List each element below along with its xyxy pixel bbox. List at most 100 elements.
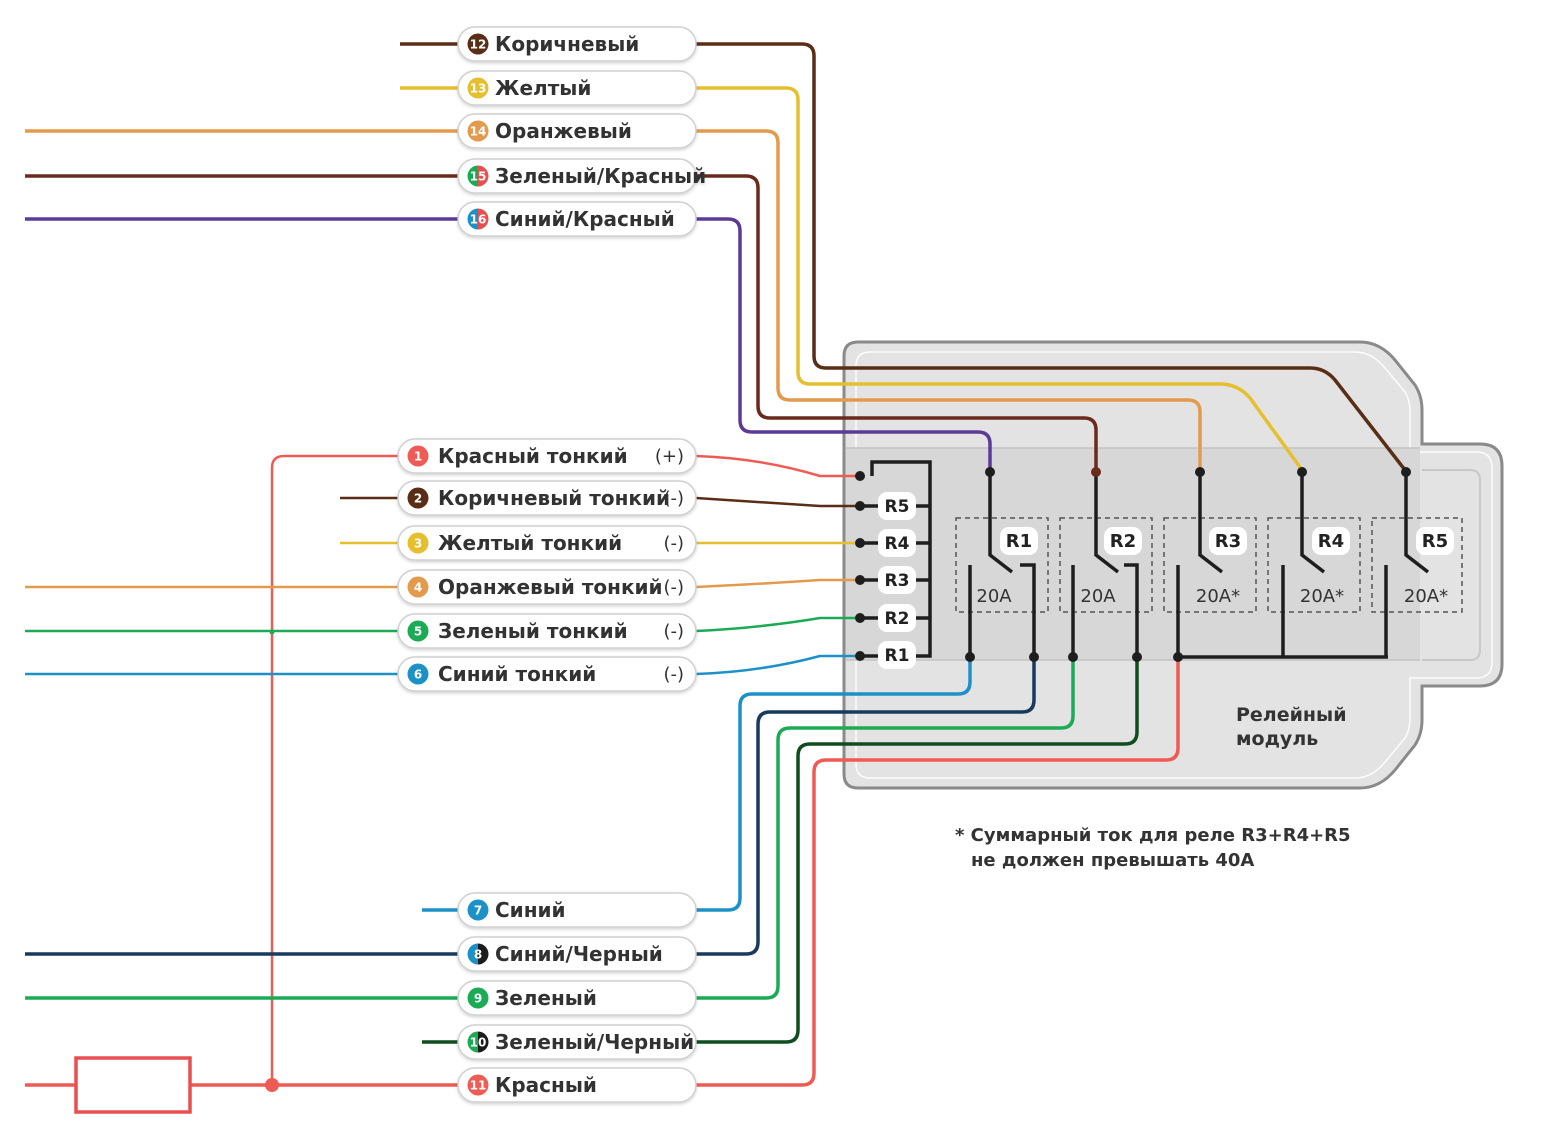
pill-wire-15: 15 Зеленый/Красный — [457, 158, 706, 194]
relay-label-r4: R4 — [1312, 527, 1350, 555]
top-wires — [25, 42, 1407, 472]
relay-box-r2 — [1059, 517, 1153, 613]
pill-wire-6: 6 Синий тонкий (-) — [397, 656, 697, 692]
svg-text:5: 5 — [414, 625, 422, 639]
pill-wire-2: 2 Коричневый тонкий (-) — [397, 480, 697, 516]
svg-text:R4: R4 — [885, 534, 910, 554]
contact-dot — [1173, 652, 1183, 662]
svg-text:7: 7 — [474, 904, 482, 918]
relay-r5-contacts — [1384, 472, 1430, 657]
wire-label: Зеленый/Черный — [495, 1030, 694, 1054]
wire-13 — [400, 86, 1304, 472]
relay-box-r4 — [1267, 517, 1361, 613]
contact-dot — [1195, 467, 1205, 477]
pill-wire-13: 13 Желтый — [457, 70, 697, 106]
wire-polarity: (-) — [663, 488, 684, 509]
relay-rating-r5: 20A* — [1404, 586, 1448, 607]
svg-text:R1: R1 — [885, 646, 910, 666]
pill-wire-1: 1 Красный тонкий (+) — [397, 438, 697, 474]
relay-rating-r2: 20A — [1080, 586, 1116, 607]
relay-rating-r1: 20A — [976, 586, 1012, 607]
relay-module-connector-notch — [1422, 469, 1481, 661]
svg-text:6: 6 — [414, 668, 422, 682]
svg-text:R3: R3 — [1215, 531, 1241, 552]
svg-text:R2: R2 — [885, 609, 910, 629]
wire-label: Синий/Красный — [495, 207, 675, 231]
contact-dot — [965, 652, 975, 662]
terminal-dot — [855, 613, 865, 623]
wire-label: Коричневый тонкий — [438, 486, 670, 510]
wire-polarity: (-) — [663, 664, 684, 685]
relay-label-r1: R1 — [1000, 527, 1038, 555]
wire-label: Синий тонкий — [438, 662, 596, 686]
relay-label-r5: R5 — [1416, 527, 1454, 555]
svg-text:11: 11 — [470, 1079, 487, 1093]
bottom-wires — [25, 657, 1180, 1087]
current-limit-note-line1: * Суммарный ток для реле R3+R4+R5 — [955, 825, 1351, 846]
pill-wire-8: 8 Синий/Черный — [457, 936, 697, 972]
relay-box-r5 — [1371, 517, 1463, 613]
contact-dot — [985, 467, 995, 477]
current-limit-note-line2: не должен превышать 40А — [971, 850, 1254, 871]
wire-8 — [25, 657, 1036, 956]
contact-dot — [1029, 652, 1039, 662]
svg-text:4: 4 — [414, 581, 422, 595]
pill-wire-16: 16 Синий/Красный — [457, 201, 697, 237]
terminal-dot — [855, 471, 865, 481]
svg-text:R3: R3 — [885, 571, 910, 591]
terminal-badge-r3: R3 — [878, 566, 916, 594]
terminal-badge-r5: R5 — [878, 492, 916, 520]
svg-text:R2: R2 — [1110, 531, 1136, 552]
wire-label: Желтый тонкий — [438, 531, 622, 555]
terminal-dot — [855, 575, 865, 585]
wire-polarity: (-) — [663, 577, 684, 598]
wire-15 — [25, 174, 1098, 472]
wire-1 — [270, 454, 858, 1082]
wire-4 — [25, 578, 858, 589]
pill-wire-7: 7 Синий — [457, 892, 697, 928]
wire-label: Коричневый — [495, 32, 639, 56]
svg-text:1: 1 — [414, 450, 422, 464]
wire-label: Красный тонкий — [438, 444, 628, 468]
wire-label: Оранжевый тонкий — [438, 575, 663, 599]
contact-dot — [1091, 467, 1101, 477]
svg-text:R5: R5 — [885, 497, 910, 517]
wire-polarity: (+) — [655, 446, 684, 467]
wire-polarity: (-) — [663, 533, 684, 554]
pill-wire-11: 11 Красный — [457, 1067, 697, 1103]
relay-module-label-line2: модуль — [1236, 728, 1318, 750]
relay-rating-r4: 20A* — [1300, 586, 1344, 607]
wire-7 — [422, 657, 972, 912]
relay-label-r2: R2 — [1104, 527, 1142, 555]
junction-dot — [269, 629, 275, 635]
svg-text:R1: R1 — [1006, 531, 1032, 552]
pill-wire-10: 10 Зеленый/Черный — [457, 1024, 697, 1060]
svg-text:13: 13 — [470, 82, 487, 96]
relay-module-inner-bevel — [855, 351, 1493, 779]
pill-wire-12: 12 Коричневый — [457, 26, 697, 62]
relay-r4-contacts — [1281, 472, 1326, 657]
wire-16 — [25, 217, 992, 472]
thin-wires — [25, 454, 858, 1092]
fuse-symbol — [74, 1056, 192, 1114]
relay-module-label-line1: Релейный — [1236, 704, 1347, 726]
wire-14 — [25, 129, 1202, 472]
wire-label: Зеленый тонкий — [438, 619, 628, 643]
pill-wire-4: 4 Оранжевый тонкий (-) — [397, 569, 697, 605]
wire-label: Желтый — [495, 76, 591, 100]
wire-label: Синий — [495, 898, 566, 922]
wire-6 — [25, 654, 858, 676]
terminal-dot — [855, 501, 865, 511]
terminal-dot — [855, 651, 865, 661]
terminal-badge-r4: R4 — [878, 529, 916, 557]
svg-text:8: 8 — [474, 948, 482, 962]
relay-r3-contacts — [1176, 472, 1224, 657]
terminal-badge-r2: R2 — [878, 604, 916, 632]
relay-box-r3 — [1163, 517, 1257, 613]
svg-text:R4: R4 — [1318, 531, 1344, 552]
wire-label: Зеленый — [495, 986, 597, 1010]
pill-wire-3: 3 Желтый тонкий (-) — [397, 525, 697, 561]
svg-text:2: 2 — [414, 492, 422, 506]
wire-2 — [340, 496, 858, 508]
